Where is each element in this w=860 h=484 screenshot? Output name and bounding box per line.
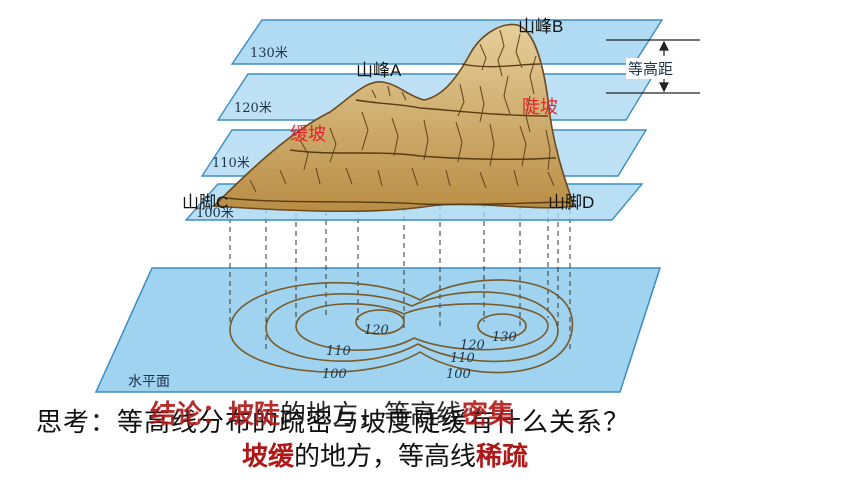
mountain-texture [249,29,555,193]
contour-interval-label: 等高距 [626,58,676,79]
plane-130 [230,19,664,65]
steep-slope-label: 陡坡 [522,97,558,118]
contour-value: 100 [322,367,347,382]
horizontal-plane-label: 水平面 [128,374,170,390]
contour-value: 110 [326,344,351,359]
contour-value: 120 [460,338,485,353]
foot-c-label: 山脚C [182,193,229,212]
plane-120-label: 120米 [234,101,272,116]
contour-interval-bracket [606,39,700,94]
answer-dense: 密集 [462,400,515,430]
gentle-slope-label: 缓坡 [290,124,326,145]
answer-gentle-key: 坡缓 [242,442,295,472]
answer-steep-key: 坡陡 [228,400,281,430]
contour-value: 130 [492,330,517,345]
answer-line-2: 坡缓的地方，等高线稀疏 [242,436,528,473]
answer-sparse: 稀疏 [476,442,529,472]
mountain-contour-bands [225,63,571,206]
plane-100-label: 100米 [196,206,234,221]
plane-110-label: 110米 [212,156,250,171]
contour-lines [229,279,573,374]
peak-b-label: 山峰B [518,17,564,36]
foot-d-label: 山脚D [548,193,595,212]
horizontal-plane [94,267,662,393]
answer-line-1: 结论：坡陡的地方，等高线密集 [150,394,514,431]
contour-value: 120 [364,323,389,338]
contour-value: 100 [446,367,471,382]
question-text: 思考：等高线分布的疏密与坡度陡缓有什么关系？ [36,408,631,438]
contour-value: 110 [450,351,475,366]
plane-130-label: 130米 [250,46,288,61]
answer-line1-mid: 的地方，等高线 [280,400,463,430]
answer-prefix: 结论： [150,400,229,430]
peak-a-label: 山峰A [356,61,402,80]
answer-line2-mid: 的地方，等高线 [294,442,477,472]
